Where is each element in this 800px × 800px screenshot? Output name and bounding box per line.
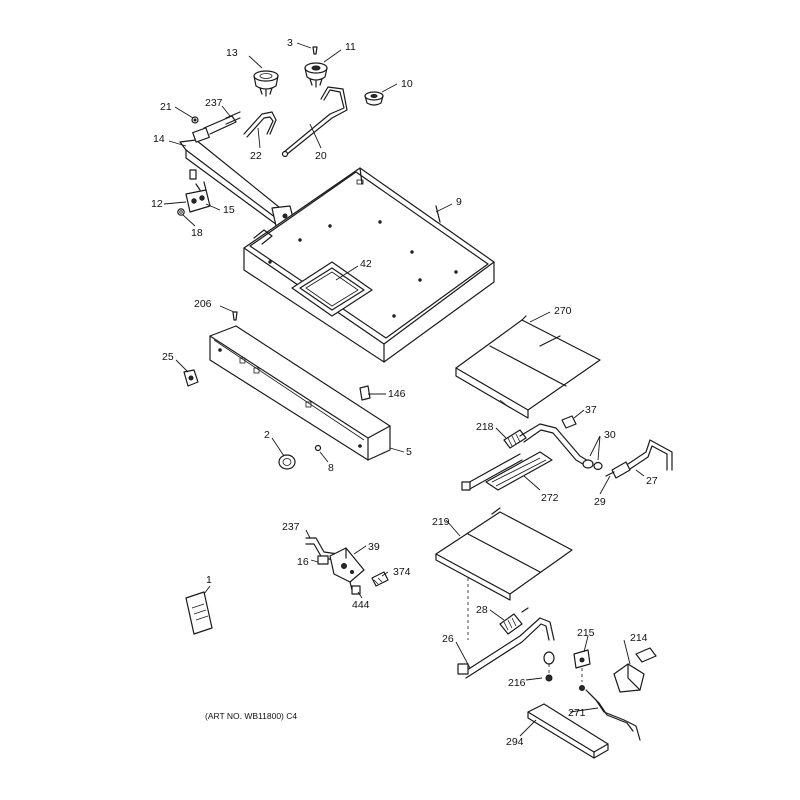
callout-10: 10 (401, 78, 413, 90)
callout-219: 219 (432, 516, 450, 528)
wire-271 (585, 689, 641, 741)
screw-206 (232, 311, 238, 321)
callout-272: 272 (541, 492, 559, 504)
callout-11: 11 (345, 41, 356, 53)
fitting-237-top (225, 111, 241, 125)
fitting-16 (317, 555, 329, 565)
callout-39: 39 (368, 541, 380, 553)
bracket-294 (527, 703, 609, 759)
burner-tube-22 (243, 111, 277, 138)
callout-9: 9 (456, 196, 462, 208)
fitting-444 (351, 585, 361, 595)
burner-head-10 (364, 91, 384, 106)
washer-18 (177, 208, 185, 216)
callout-3: 3 (287, 37, 293, 49)
burner-head-11 (304, 62, 328, 88)
screw-21 (191, 116, 199, 124)
callout-37: 37 (585, 404, 597, 416)
callout-13: 13 (226, 47, 238, 59)
callout-271: 271 (568, 707, 586, 719)
callout-374: 374 (393, 566, 411, 578)
callout-26: 26 (442, 633, 454, 645)
callout-216: 216 (508, 677, 526, 689)
burner-tube-20 (281, 86, 348, 158)
callout-18: 18 (191, 227, 203, 239)
callout-8: 8 (328, 462, 334, 474)
callout-294: 294 (506, 736, 524, 748)
orifice-29 (605, 461, 631, 479)
manual-1 (185, 591, 213, 635)
burner-28 (499, 613, 523, 635)
callout-237-lower: 237 (282, 521, 300, 533)
screw-3 (312, 46, 318, 55)
callout-42: 42 (360, 258, 372, 270)
burner-head-13 (253, 70, 279, 97)
callout-214: 214 (630, 632, 648, 644)
burner-bar-272 (461, 451, 553, 491)
burner-tube-30 (519, 423, 603, 471)
callout-29: 29 (594, 496, 606, 508)
callout-1: 1 (206, 574, 212, 586)
orifice-216 (543, 651, 555, 682)
valve-bracket-15 (185, 181, 211, 213)
callout-28: 28 (476, 604, 488, 616)
callout-labels: 3 13 11 10 21 237 14 22 20 9 12 15 18 42… (151, 37, 658, 748)
callout-146: 146 (388, 388, 406, 400)
fitting-237-lower (305, 537, 339, 561)
pan-219 (435, 507, 573, 640)
callout-270: 270 (554, 305, 572, 317)
callout-215: 215 (577, 627, 595, 639)
tab-37 (561, 415, 577, 429)
callout-12: 12 (151, 198, 163, 210)
callout-25: 25 (162, 351, 174, 363)
valve-39 (329, 547, 365, 591)
burner-218 (503, 429, 527, 449)
callout-21: 21 (160, 101, 172, 113)
bracket-215 (573, 649, 591, 691)
callout-27: 27 (646, 475, 658, 487)
screw-8 (314, 444, 322, 452)
burner-grate-42 (291, 261, 373, 317)
callout-20: 20 (315, 150, 327, 162)
callout-5: 5 (406, 446, 412, 458)
leader-lines (163, 42, 645, 737)
bake-tube-26 (457, 607, 555, 679)
shield-270 (455, 315, 601, 419)
callout-15: 15 (223, 204, 235, 216)
callout-206: 206 (194, 298, 212, 310)
igniter-214 (613, 647, 657, 693)
art-number-caption: (ART NO. WB11800) C4 (205, 711, 297, 721)
callout-237-top: 237 (205, 97, 223, 109)
callout-2: 2 (264, 429, 270, 441)
callout-30: 30 (604, 429, 616, 441)
orifice-12 (189, 169, 197, 180)
fitting-374 (371, 571, 389, 587)
manifold-14 (179, 115, 301, 237)
front-panel-5 (209, 325, 391, 461)
clip-146 (359, 385, 371, 401)
clip-25 (183, 369, 199, 387)
knob-2 (278, 454, 296, 470)
callout-22: 22 (250, 150, 262, 162)
tube-27 (627, 439, 673, 471)
callout-218: 218 (476, 421, 494, 433)
callout-14: 14 (153, 133, 165, 145)
callout-16: 16 (297, 556, 309, 568)
callout-444: 444 (352, 599, 370, 611)
